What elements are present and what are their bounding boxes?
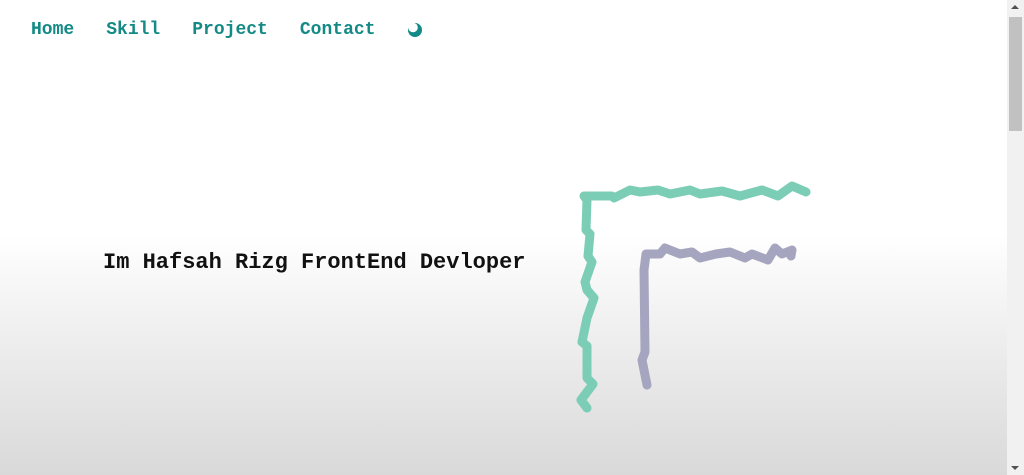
scroll-up-icon[interactable] xyxy=(1011,5,1019,9)
nav-link-skill[interactable]: Skill xyxy=(106,20,161,40)
theme-toggle-button[interactable] xyxy=(407,22,423,38)
top-nav: Home Skill Project Contact xyxy=(31,19,423,41)
scrollbar-thumb[interactable] xyxy=(1009,17,1022,131)
nav-link-project[interactable]: Project xyxy=(192,20,268,40)
moon-icon xyxy=(408,22,423,37)
scroll-down-icon[interactable] xyxy=(1011,466,1019,470)
nav-link-contact[interactable]: Contact xyxy=(299,20,376,40)
green-squiggle-line xyxy=(576,181,811,413)
purple-squiggle-line xyxy=(637,243,797,390)
vertical-scrollbar[interactable] xyxy=(1007,0,1024,475)
nav-link-home[interactable]: Home xyxy=(31,20,75,40)
hero-title: Im Hafsah Rizg FrontEnd Devloper xyxy=(103,250,526,275)
